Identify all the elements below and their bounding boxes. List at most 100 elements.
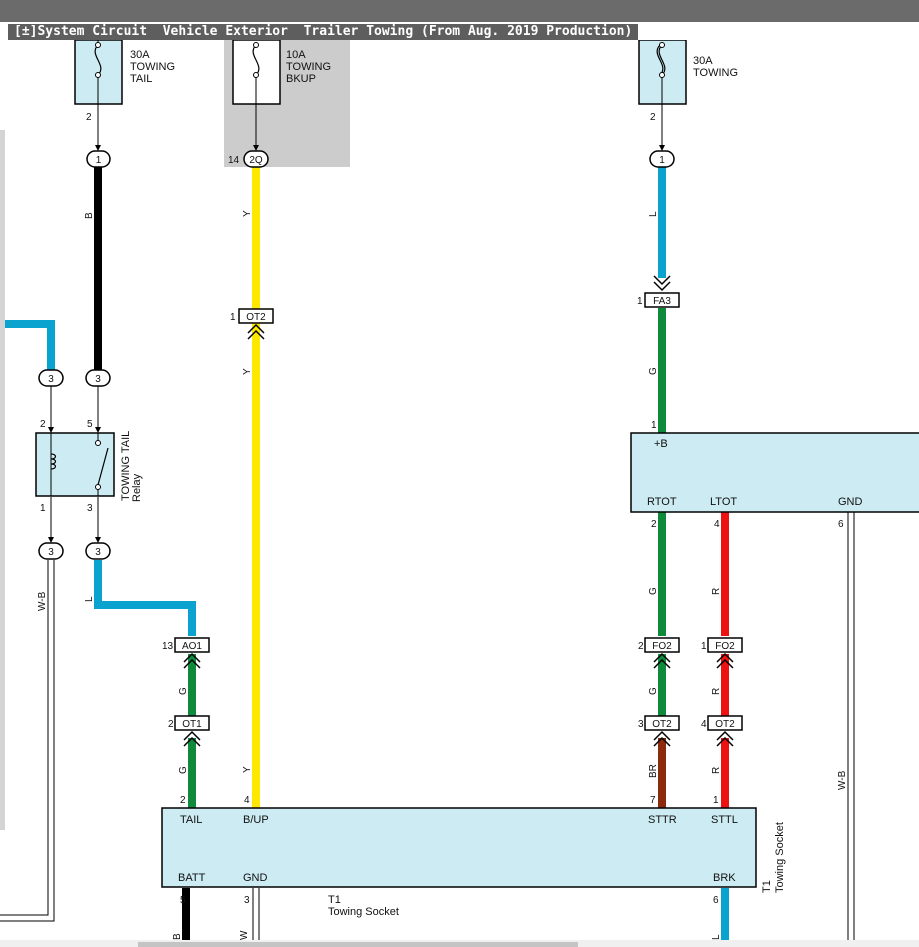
splice-1-left: 1 <box>86 150 111 168</box>
fuse-towing-pin: 2 <box>650 112 656 123</box>
svg-text:OT2: OT2 <box>652 719 672 730</box>
svg-text:LTOT: LTOT <box>710 496 737 508</box>
svg-text:FO2: FO2 <box>652 641 672 652</box>
svg-text:3: 3 <box>87 503 93 514</box>
svg-text:W-B: W-B <box>37 591 48 611</box>
fuse-10a-towing-bkup: 10A TOWING BKUP 14 <box>228 40 331 166</box>
svg-text:2: 2 <box>180 795 186 806</box>
svg-text:4: 4 <box>244 795 250 806</box>
svg-text:1: 1 <box>659 155 665 166</box>
svg-text:Y: Y <box>242 766 253 773</box>
svg-text:L: L <box>648 211 659 217</box>
svg-text:OT1: OT1 <box>182 719 202 730</box>
svg-text:3: 3 <box>95 547 101 558</box>
connector-fo2-r: FO2 1 <box>701 637 743 669</box>
svg-text:3: 3 <box>244 895 250 906</box>
connector-ot2-r: OT2 4 <box>701 715 743 747</box>
svg-text:STTL: STTL <box>711 814 738 826</box>
svg-text:1: 1 <box>713 795 719 806</box>
towing-socket-t1: TAIL B/UP STTR STTL BATT GND BRK 2 4 7 1… <box>161 795 786 918</box>
svg-text:G: G <box>648 587 659 595</box>
svg-text:7: 7 <box>650 795 656 806</box>
svg-text:4: 4 <box>714 519 720 530</box>
svg-text:RTOT: RTOT <box>647 496 677 508</box>
svg-text:3: 3 <box>48 374 54 385</box>
fuse-bkup-rating: 10A <box>286 49 306 61</box>
fuse-tail-rating: 30A <box>130 49 150 61</box>
svg-text:1: 1 <box>701 641 707 652</box>
towing-tail-relay: 2 5 1 3 TOWING TAIL Relay <box>35 419 143 514</box>
svg-text:G: G <box>178 687 189 695</box>
svg-text:2: 2 <box>40 419 46 430</box>
relay-label-1: TOWING TAIL <box>120 431 132 501</box>
svg-text:B: B <box>84 212 95 219</box>
fuse-towing-rating: 30A <box>693 55 713 67</box>
svg-text:AO1: AO1 <box>182 641 202 652</box>
svg-text:1: 1 <box>96 155 102 166</box>
wiring-diagram: 30A TOWING TAIL 2 10A TOWING BKUP 14 30A… <box>0 40 919 940</box>
wire-wb-right <box>847 512 855 940</box>
fuse-towing-line1: TOWING <box>693 67 738 79</box>
fuse-30a-towing-tail: 30A TOWING TAIL 2 <box>74 40 175 151</box>
page-title-box: [±]System Circuit Vehicle Exterior Trail… <box>8 24 639 40</box>
top-toolbar <box>0 0 919 22</box>
svg-text:TAIL: TAIL <box>180 814 202 826</box>
svg-text:W-B: W-B <box>837 770 848 790</box>
svg-text:R: R <box>711 588 722 595</box>
svg-text:FO2: FO2 <box>715 641 735 652</box>
svg-text:1: 1 <box>230 312 236 323</box>
connector-ot2-br: OT2 3 <box>638 715 680 747</box>
svg-text:R: R <box>711 767 722 774</box>
svg-text:BRK: BRK <box>713 872 736 884</box>
svg-text:R: R <box>711 688 722 695</box>
expand-toggle-button[interactable]: [±] <box>14 24 38 39</box>
svg-text:6: 6 <box>713 895 719 906</box>
svg-text:13: 13 <box>162 641 174 652</box>
svg-text:5: 5 <box>180 895 186 906</box>
splice-3-coil-top: 3 <box>38 369 64 387</box>
svg-text:BATT: BATT <box>178 872 206 884</box>
splice-3-coil-bottom: 3 <box>38 542 64 560</box>
fuse-30a-towing: 30A TOWING 2 <box>638 40 738 151</box>
connector-fa3: FA3 1 <box>637 275 680 308</box>
fuse-tail-pin: 2 <box>86 112 92 123</box>
svg-text:G: G <box>178 766 189 774</box>
svg-text:OT2: OT2 <box>246 312 266 323</box>
towing-converter-module: +B 1 RTOT LTOT GND 2 4 6 <box>630 420 919 530</box>
svg-text:2Q: 2Q <box>249 155 263 166</box>
svg-text:1: 1 <box>637 296 643 307</box>
socket-caption-name: Towing Socket <box>328 906 399 918</box>
svg-text:FA3: FA3 <box>653 296 671 307</box>
fuse-tail-line1: TOWING <box>130 61 175 73</box>
horizontal-scrollbar-thumb[interactable] <box>138 942 578 947</box>
svg-text:G: G <box>648 687 659 695</box>
svg-text:GND: GND <box>243 872 268 884</box>
socket-side-name: Towing Socket <box>774 822 786 893</box>
svg-text:1: 1 <box>40 503 46 514</box>
svg-text:B: B <box>172 933 183 940</box>
splice-3-switch-top: 3 <box>85 369 111 387</box>
svg-text:L: L <box>711 934 722 940</box>
socket-side-id: T1 <box>761 880 773 893</box>
svg-text:2: 2 <box>651 519 657 530</box>
splice-1-right: 1 <box>649 150 675 168</box>
svg-text:BR: BR <box>648 764 659 778</box>
svg-text:1: 1 <box>651 420 657 431</box>
title-bar: [±]System Circuit Vehicle Exterior Trail… <box>0 22 919 40</box>
svg-text:STTR: STTR <box>648 814 677 826</box>
connector-ao1: AO1 13 <box>162 637 210 669</box>
svg-text:G: G <box>648 367 659 375</box>
wire-wb-left <box>0 560 55 922</box>
fuse-tail-line2: TAIL <box>130 73 152 85</box>
svg-text:3: 3 <box>95 374 101 385</box>
left-scroll-edge <box>0 130 5 830</box>
svg-text:2: 2 <box>638 641 644 652</box>
svg-text:5: 5 <box>87 419 93 430</box>
svg-text:L: L <box>84 596 95 602</box>
svg-text:Y: Y <box>242 368 253 375</box>
svg-text:GND: GND <box>838 496 863 508</box>
fuse-bkup-line2: BKUP <box>286 73 316 85</box>
svg-text:B/UP: B/UP <box>243 814 269 826</box>
svg-text:+B: +B <box>654 438 668 450</box>
wire-w-gnd <box>252 888 260 940</box>
